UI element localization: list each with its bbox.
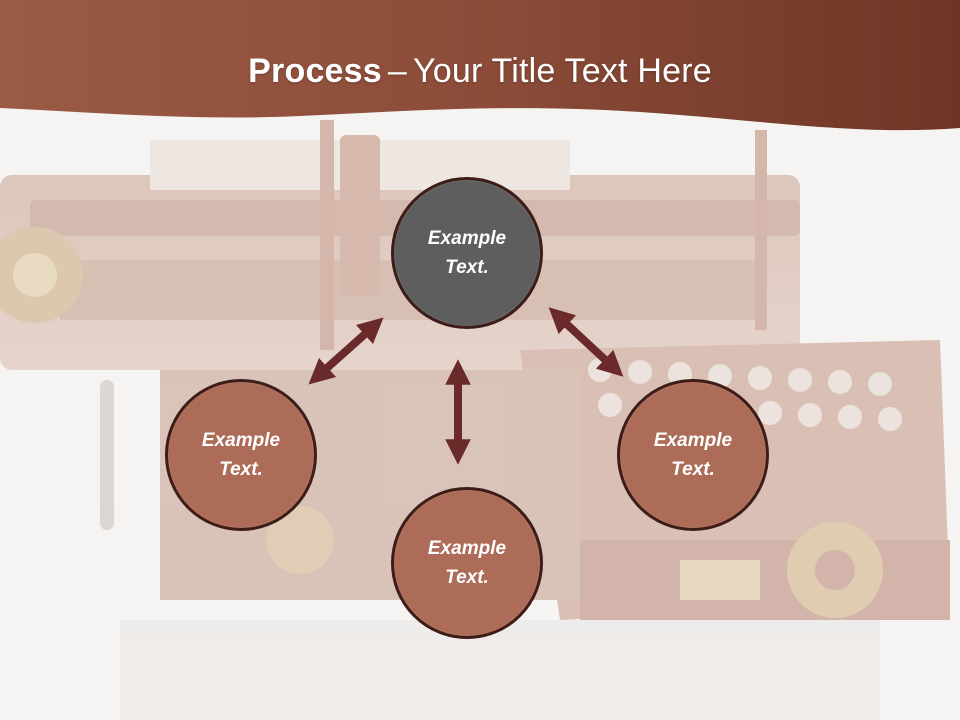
process-node-top[interactable]: Example Text. bbox=[391, 177, 543, 329]
node-text-line1: Example bbox=[653, 430, 733, 451]
slide-title: Process–Your Title Text Here bbox=[0, 52, 960, 91]
title-dash: – bbox=[387, 52, 407, 90]
title-rest: Your Title Text Here bbox=[413, 52, 712, 90]
node-text-line2: Text. bbox=[445, 257, 489, 278]
node-text-line1: Example bbox=[427, 228, 507, 249]
process-node-bottom[interactable]: Example Text. bbox=[391, 487, 543, 639]
node-text-line2: Text. bbox=[445, 567, 489, 588]
node-text-line2: Text. bbox=[219, 459, 263, 480]
node-text-line1: Example bbox=[201, 430, 281, 451]
title-bold-part: Process bbox=[248, 52, 382, 90]
process-node-right[interactable]: Example Text. bbox=[617, 379, 769, 531]
process-node-left[interactable]: Example Text. bbox=[165, 379, 317, 531]
node-text-line2: Text. bbox=[671, 459, 715, 480]
node-text-line1: Example bbox=[427, 538, 507, 559]
